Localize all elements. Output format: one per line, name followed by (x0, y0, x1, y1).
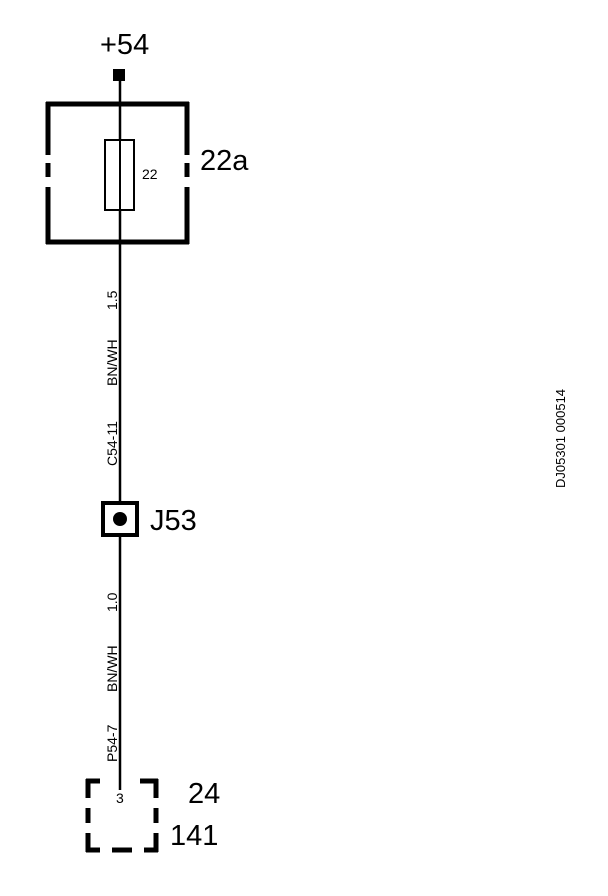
wire-lower-size: 1.0 (104, 592, 120, 612)
wire-upper-size: 1.5 (104, 290, 120, 310)
wire-lower-color: BN/WH (104, 645, 120, 692)
wire-upper-connector: C54-11 (104, 421, 120, 466)
fuse-box-label: 22a (200, 145, 249, 177)
fuse-box (45, 101, 190, 245)
fuse-number: 22 (142, 166, 158, 182)
component-label-top: 24 (188, 778, 220, 810)
component-pin: 3 (116, 790, 124, 806)
component-label-bottom: 141 (170, 820, 218, 852)
supply-terminal (113, 69, 125, 81)
wire-lower-labels: P54-7 BN/WH 1.0 (104, 592, 120, 762)
wire-lower-connector: P54-7 (104, 724, 120, 762)
supply-label: +54 (100, 29, 149, 61)
wire-upper-color: BN/WH (104, 339, 120, 386)
drawing-id: DJ05301 000514 (553, 389, 568, 488)
splice-dot (113, 512, 127, 526)
wire-upper-labels: C54-11 BN/WH 1.5 (104, 290, 120, 466)
drawing-id-group: DJ05301 000514 (553, 389, 568, 488)
component-connector (85, 778, 159, 853)
splice-label: J53 (150, 505, 197, 537)
